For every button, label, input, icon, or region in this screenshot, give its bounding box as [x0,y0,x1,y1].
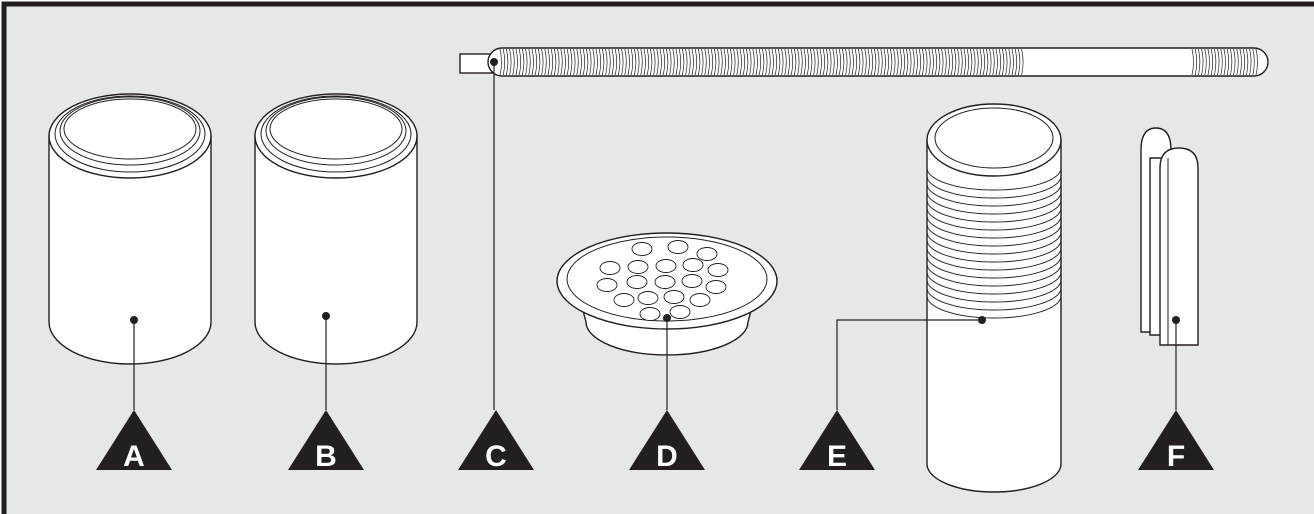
part-b-cylinder [254,93,418,365]
callout-d: D [629,410,705,473]
callout-b: B [288,410,364,473]
cap-holes [596,240,729,321]
tube-threads [926,167,1062,319]
part-c-threaded-rod [459,47,1269,77]
label-e: E [827,440,847,473]
callout-e: E [799,410,875,473]
part-e-threaded-tube [926,103,1062,493]
label-d: D [656,440,678,473]
callout-f: F [1138,410,1214,473]
label-c: C [485,440,507,473]
label-b: B [315,440,337,473]
leader-lines [133,62,1177,410]
leader-dots [130,58,1180,324]
part-f-slotted-clip [1140,127,1199,346]
label-f: F [1167,440,1185,473]
rod-threads [499,48,1258,76]
callout-a: A [96,410,172,473]
callout-c: C [458,410,534,473]
label-a: A [123,440,145,473]
part-a-cylinder [48,93,212,365]
